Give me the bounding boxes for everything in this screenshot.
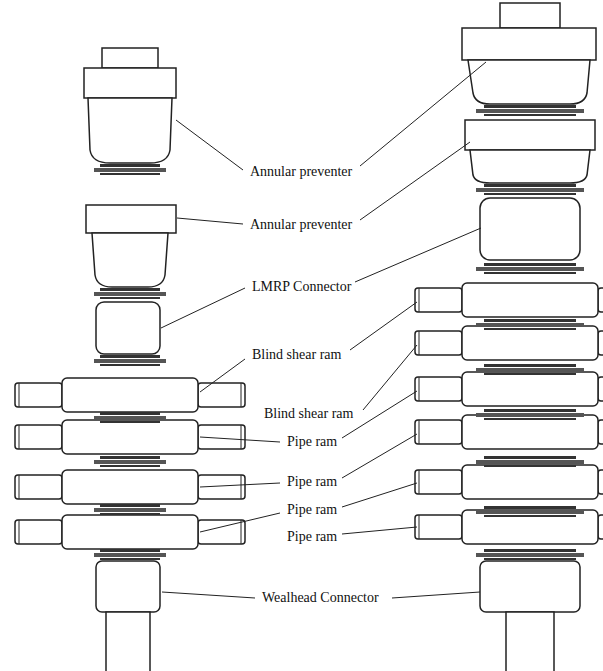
part-label: Wealhead Connector	[260, 590, 381, 606]
part-label: Blind shear ram	[250, 347, 343, 363]
part-label: Annular preventer	[248, 164, 354, 180]
part-label: Pipe ram	[285, 502, 339, 518]
part-label: Pipe ram	[285, 474, 339, 490]
part-label: Pipe ram	[285, 529, 339, 545]
part-label: Pipe ram	[285, 434, 339, 450]
part-label: Blind shear ram	[262, 406, 355, 422]
part-label: LMRP Connector	[250, 279, 353, 295]
part-label: Annular preventer	[248, 217, 354, 233]
leader-lines	[161, 62, 486, 598]
